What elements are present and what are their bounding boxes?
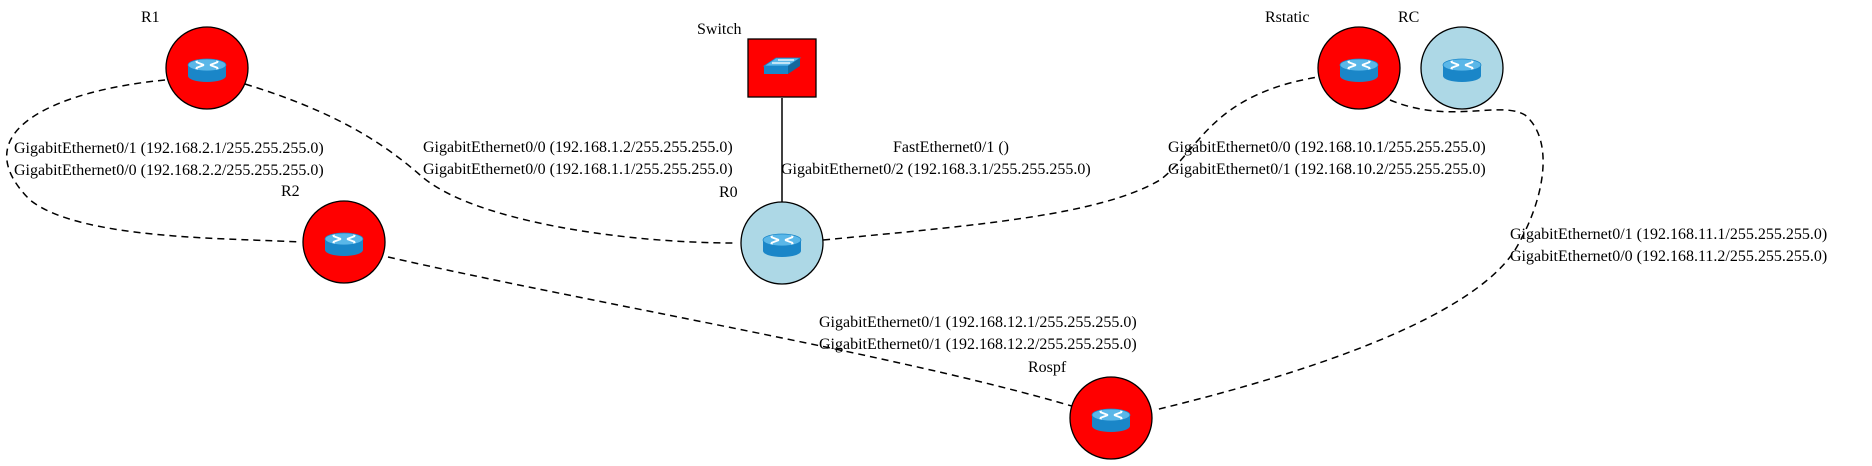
link-label-r2-rospf-a: GigabitEthernet0/1 (192.168.12.1/255.255…: [819, 314, 1137, 331]
node-switch-label: Switch: [697, 21, 741, 38]
link-r1-r0: [244, 83, 736, 244]
node-r0[interactable]: R0: [719, 184, 824, 285]
switch-icon: [762, 57, 802, 74]
link-r0-rstatic: [822, 76, 1319, 241]
node-rstatic-label: Rstatic: [1265, 9, 1309, 26]
link-label-r0-rstatic-b: GigabitEthernet0/1 (192.168.10.2/255.255…: [1168, 161, 1486, 178]
link-r2-rospf: [387, 256, 1076, 408]
router-icon: [762, 233, 802, 258]
router-icon: [324, 232, 364, 257]
link-labels-layer: GigabitEthernet0/1 (192.168.2.1/255.255.…: [14, 139, 1827, 353]
link-label-r1-r2-a: GigabitEthernet0/1 (192.168.2.1/255.255.…: [14, 140, 324, 157]
link-label-r1-r0-b: GigabitEthernet0/0 (192.168.1.1/255.255.…: [423, 161, 733, 178]
node-rc-label: RC: [1398, 9, 1419, 26]
node-rospf-label: Rospf: [1028, 359, 1067, 376]
links-layer: [5, 76, 1544, 411]
link-label-r1-r2-b: GigabitEthernet0/0 (192.168.2.2/255.255.…: [14, 162, 324, 179]
node-r1[interactable]: R1: [141, 9, 249, 110]
node-rc[interactable]: RC: [1398, 9, 1504, 110]
link-label-r2-rospf-b: GigabitEthernet0/1 (192.168.12.2/255.255…: [819, 336, 1137, 353]
link-label-switch-r0-b: GigabitEthernet0/2 (192.168.3.1/255.255.…: [781, 161, 1091, 178]
nodes-layer: R1 R2 Switch R0 R: [141, 9, 1504, 460]
link-label-rstatic-rospf-b: GigabitEthernet0/0 (192.168.11.2/255.255…: [1510, 248, 1827, 265]
link-label-rstatic-rospf-a: GigabitEthernet0/1 (192.168.11.1/255.255…: [1510, 226, 1827, 243]
node-r1-label: R1: [141, 9, 160, 26]
node-switch[interactable]: Switch: [697, 21, 817, 98]
node-r0-label: R0: [719, 184, 738, 201]
node-r2[interactable]: R2: [281, 183, 386, 284]
node-r2-label: R2: [281, 183, 300, 200]
link-r1-r2: [5, 79, 301, 243]
router-icon: [1442, 58, 1482, 83]
link-label-r0-rstatic-a: GigabitEthernet0/0 (192.168.10.1/255.255…: [1168, 139, 1486, 156]
link-label-switch-r0-a: FastEthernet0/1 (): [893, 139, 1009, 156]
link-label-r1-r0-a: GigabitEthernet0/0 (192.168.1.2/255.255.…: [423, 139, 733, 156]
router-icon: [1091, 408, 1131, 433]
node-rstatic[interactable]: Rstatic: [1265, 9, 1401, 110]
node-rospf[interactable]: Rospf: [1028, 359, 1153, 460]
router-icon: [187, 58, 227, 83]
router-icon: [1339, 58, 1379, 83]
